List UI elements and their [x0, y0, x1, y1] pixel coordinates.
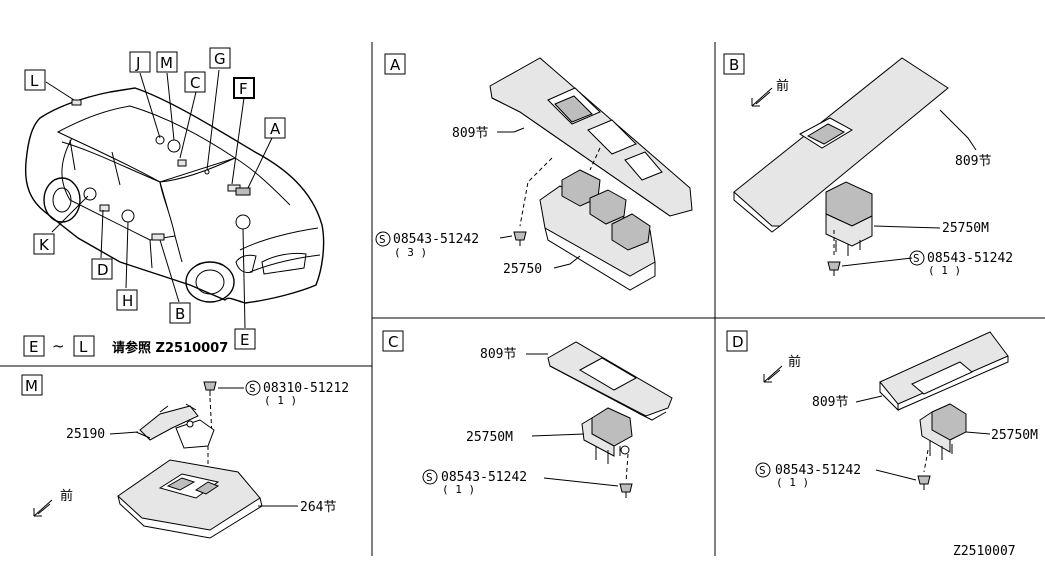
front-wheel [185, 261, 235, 303]
panel-b: B 前 809节 25750M S 08543-51242 ( 1 ) [723, 53, 1013, 277]
callout-K: K [39, 236, 50, 254]
part-b [151, 233, 165, 241]
panel-c-screw-symbol: S [426, 471, 433, 484]
overview-letter-boxes: L J M C G F A K D H B E [24, 47, 286, 350]
panel-d: D 前 809节 25750M S 08543-51242 ( 1 ) [726, 330, 1038, 490]
part-c [177, 159, 187, 167]
reference-line: E ~ L 请参照 Z2510007 [23, 335, 228, 357]
panel-m-front-label: 前 [60, 488, 73, 504]
panel-a-qty: ( 3 ) [394, 246, 427, 259]
panel-c-qty: ( 1 ) [442, 483, 475, 496]
panel-d-screw [917, 475, 931, 490]
panel-b-screw [827, 261, 841, 276]
part-m [167, 139, 181, 153]
callout-G: G [214, 50, 226, 68]
part-l [71, 99, 82, 106]
car-overview [24, 87, 325, 304]
panel-d-front-label: 前 [788, 354, 801, 370]
panel-d-cover [879, 331, 1009, 405]
panel-m-bracket [139, 405, 199, 441]
panel-m-bracket-label: 25190 [66, 427, 105, 442]
panel-d-switch-label: 25750M [991, 428, 1038, 443]
panel-m-screw [203, 381, 217, 396]
callout-E: E [240, 331, 249, 349]
footer-code: Z2510007 [953, 544, 1016, 559]
panel-m-lamp-label: 264节 [300, 500, 336, 515]
part-a [235, 187, 251, 196]
panel-a: A 809节 S 08543-51242 ( 3 ) 25750 [375, 53, 693, 291]
panel-d-cover-label: 809节 [812, 395, 848, 410]
panel-a-cover-label: 809节 [452, 126, 488, 141]
callout-D: D [97, 261, 109, 279]
panel-d-letter: D [732, 333, 744, 351]
panel-a-screw-symbol: S [379, 233, 386, 246]
callout-H: H [122, 292, 133, 310]
part-g [204, 169, 210, 175]
panel-m-letter: M [25, 377, 38, 395]
panel-b-front-label: 前 [776, 78, 789, 94]
callout-B: B [175, 305, 185, 323]
panel-c-screw [619, 483, 633, 498]
panel-c-screw-label: 08543-51242 [441, 470, 527, 485]
part-h [121, 209, 135, 223]
panel-a-switch-label: 25750 [503, 262, 542, 277]
grille [261, 252, 307, 275]
rear-wheel [43, 177, 81, 223]
part-e [235, 214, 251, 230]
panel-c-letter: C [388, 333, 398, 351]
callout-F: F [239, 80, 248, 98]
panel-d-qty: ( 1 ) [776, 476, 809, 489]
panel-c: C 809节 25750M S 08543-51242 ( 1 ) [382, 330, 673, 498]
callout-C: C [190, 74, 200, 92]
panel-d-screw-label: 08543-51242 [775, 463, 861, 478]
panel-a-screw-label: 08543-51242 [393, 232, 479, 247]
callout-L: L [30, 72, 39, 90]
headlight [235, 254, 257, 273]
panel-c-cover-label: 809节 [480, 347, 516, 362]
ref-text: 请参照 Z2510007 [112, 340, 228, 356]
panel-b-switch-label: 25750M [942, 221, 989, 236]
panel-b-cover-label: 809节 [955, 154, 991, 169]
ref-to: L [79, 338, 88, 356]
ref-tilde: ~ [52, 337, 65, 355]
panel-b-qty: ( 1 ) [928, 264, 961, 277]
panel-m-front-arrow-icon [33, 499, 53, 517]
panel-m-screw-label: 08310-51212 [263, 381, 349, 396]
panel-a-screw [513, 231, 527, 246]
part-d [99, 204, 110, 212]
panel-m-qty: ( 1 ) [264, 394, 297, 407]
panel-d-front-arrow-icon [763, 365, 783, 383]
panel-d-screw-symbol: S [759, 464, 766, 477]
panel-b-screw-label: 08543-51242 [927, 251, 1013, 266]
ref-from: E [29, 338, 38, 356]
panel-b-screw-symbol: S [913, 252, 920, 265]
overview-leaders [45, 69, 273, 329]
panel-m: M 前 S 08310-51212 ( 1 ) 251 [21, 374, 349, 539]
car-body [24, 87, 325, 304]
panel-a-letter: A [390, 56, 401, 74]
beltline [61, 141, 291, 206]
part-j [155, 135, 165, 145]
sill-lines [149, 235, 183, 269]
panel-m-screw-symbol: S [249, 382, 256, 395]
panel-b-cover [733, 57, 949, 227]
panel-dividers [0, 42, 1045, 556]
callout-M: M [160, 54, 173, 72]
panel-b-letter: B [729, 56, 739, 74]
front-grille-lines [239, 227, 321, 273]
front-door [61, 137, 176, 241]
panel-b-front-arrow-icon [751, 87, 773, 107]
callout-J: J [135, 54, 140, 72]
panel-c-switch-label: 25750M [466, 430, 513, 445]
callout-A: A [270, 120, 281, 138]
